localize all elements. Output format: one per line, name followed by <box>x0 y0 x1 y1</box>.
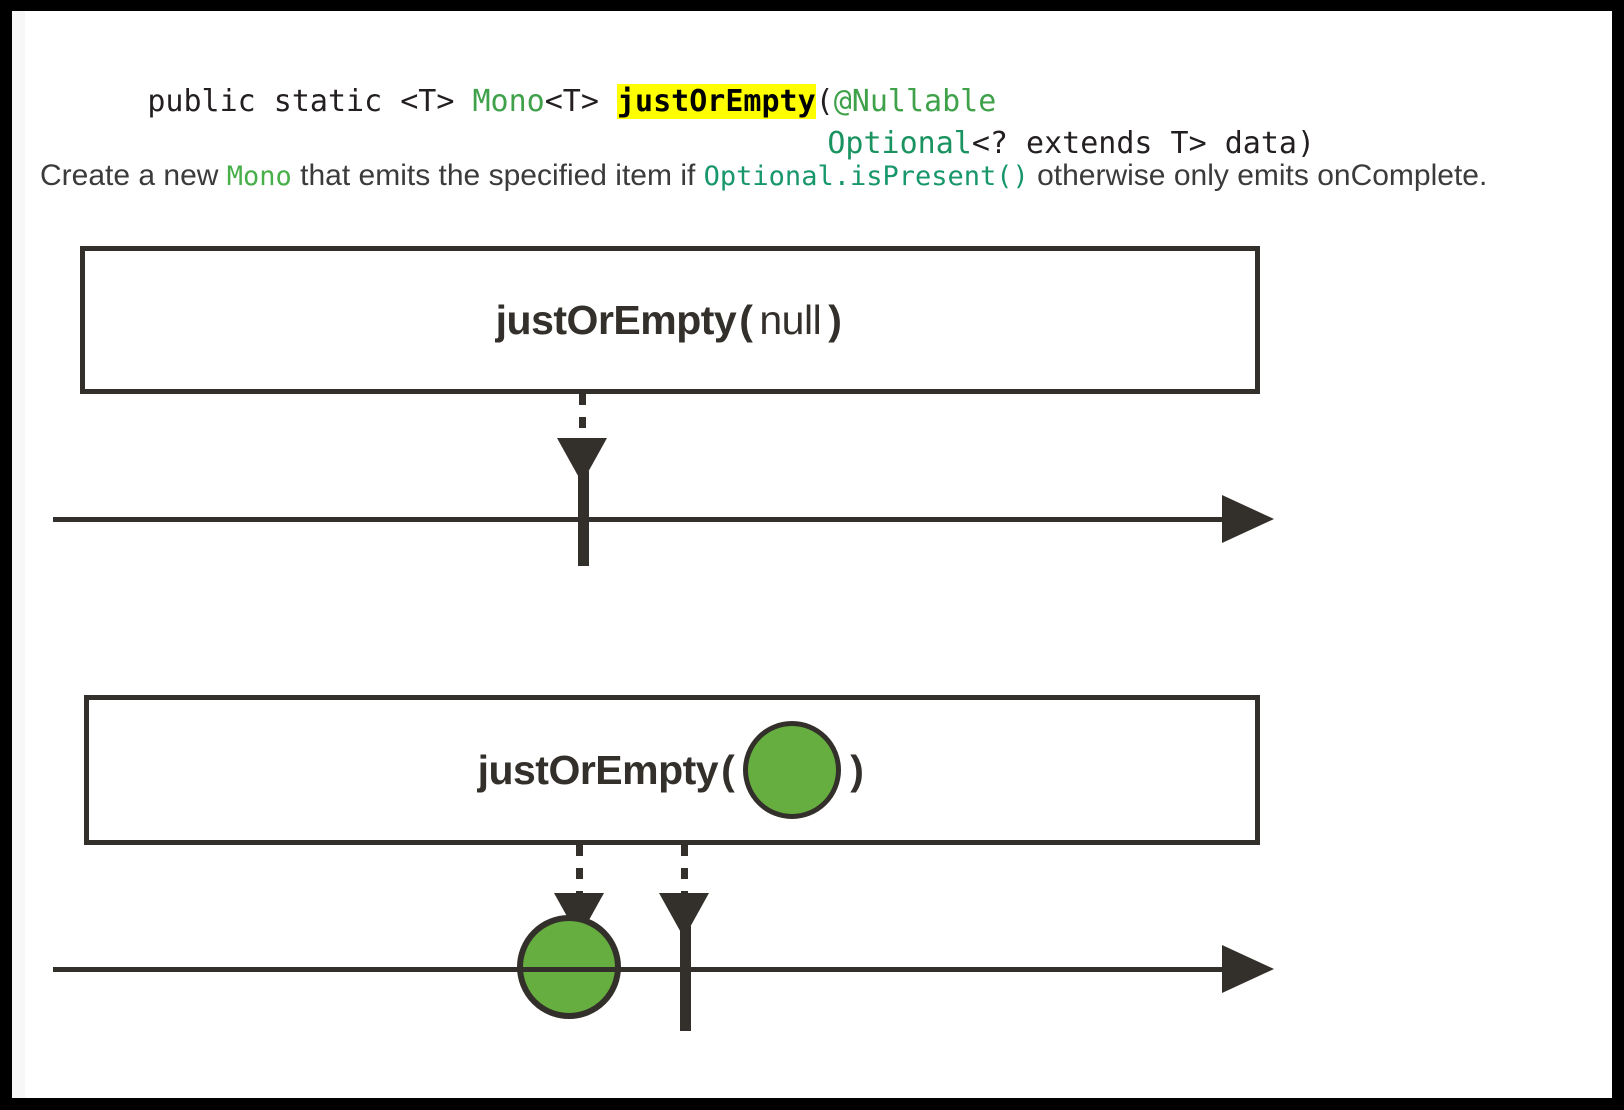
marble-diagram-canvas: public static <T> Mono<T> justOrEmpty(@N… <box>25 11 1612 1098</box>
signature-modifiers: public static <T> <box>147 84 473 119</box>
description-segment-2: that emits the specified item if <box>291 159 704 192</box>
completion-bar-value-case <box>680 926 691 1031</box>
description-code-mono: Mono <box>226 161 292 192</box>
signature-type-optional: Optional <box>827 126 972 161</box>
emission-connector-item-value-case <box>576 845 583 895</box>
operator-label-value-case: justOrEmpty ( ) <box>478 721 867 819</box>
signature-annotation-nullable: @Nullable <box>833 84 997 119</box>
method-description: Create a new Mono that emits the specifi… <box>40 159 1487 193</box>
operator-argument-null: null <box>759 296 822 343</box>
operator-name-label: justOrEmpty <box>477 746 719 793</box>
signature-method-name-highlight: justOrEmpty <box>616 84 816 119</box>
operator-box-value-case: justOrEmpty ( ) <box>84 695 1260 845</box>
emission-connector-null-case <box>579 394 586 440</box>
signature-open-paren: ( <box>815 84 834 119</box>
output-timeline-value-case <box>53 967 1250 972</box>
signature-param-data: <? extends T> data) <box>971 126 1316 161</box>
operator-box-null-case: justOrEmpty ( null ) <box>80 246 1260 394</box>
description-segment-3: otherwise only emits onComplete. <box>1028 159 1488 192</box>
operator-close-paren: ) <box>850 746 864 793</box>
description-code-ispresent: Optional.isPresent() <box>703 161 1029 192</box>
method-signature-line-2: Optional<? extends T> data) <box>719 91 1315 196</box>
operator-name-label: justOrEmpty <box>495 296 737 343</box>
timeline-arrowhead-null-case <box>1222 495 1274 543</box>
operator-open-paren: ( <box>721 746 735 793</box>
operator-label-null-case: justOrEmpty ( null ) <box>496 297 845 344</box>
operator-close-paren: ) <box>828 296 842 343</box>
operator-open-paren: ( <box>739 296 753 343</box>
description-segment-1: Create a new <box>40 159 227 192</box>
operator-argument-marble-icon <box>743 721 842 819</box>
output-timeline-null-case <box>53 517 1250 522</box>
signature-type-mono: Mono <box>472 84 545 119</box>
method-signature-line-1: public static <T> Mono<T> justOrEmpty(@N… <box>39 49 996 154</box>
timeline-arrowhead-value-case <box>1222 945 1274 993</box>
signature-generic-param: <T> <box>544 84 617 119</box>
emission-connector-complete-value-case <box>681 845 688 895</box>
